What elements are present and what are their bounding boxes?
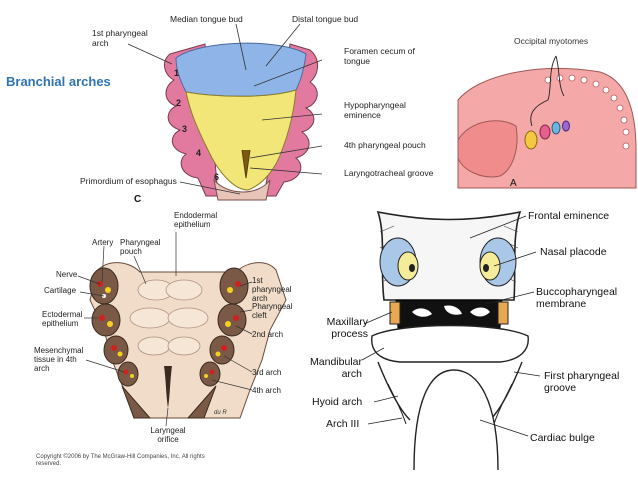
label-nasal-placode: Nasal placode bbox=[540, 246, 607, 258]
label-hyoid-arch: Hyoid arch bbox=[312, 396, 363, 408]
panel-c-letter: C bbox=[134, 194, 141, 205]
label-hypopharyngeal-eminence: Hypopharyngeal eminence bbox=[344, 100, 406, 120]
label-4th-arch: 4th arch bbox=[252, 386, 281, 395]
label-artery: Artery bbox=[92, 238, 114, 247]
laryngotracheal-groove-shape bbox=[241, 149, 251, 179]
label-arch-iii: Arch III bbox=[326, 418, 360, 430]
label-3rd-arch: 3rd arch bbox=[252, 368, 282, 377]
label-1st-pharyngeal-arch-b: 1st pharyngeal arch bbox=[252, 276, 292, 303]
maxillary-left bbox=[389, 301, 401, 325]
arch-number-1: 1 bbox=[174, 68, 179, 78]
label-mandibular-arch: Mandibular arch bbox=[310, 356, 362, 380]
label-nerve: Nerve bbox=[56, 270, 78, 279]
label-median-tongue-bud: Median tongue bud bbox=[170, 14, 243, 24]
somites bbox=[544, 74, 630, 150]
myotome-arrows bbox=[530, 55, 565, 127]
cardiac-bulge-shape bbox=[413, 369, 499, 471]
panel-c-leader-lines bbox=[127, 23, 323, 195]
label-cardiac-bulge: Cardiac bulge bbox=[530, 432, 595, 444]
label-first-pharyngeal-groove: First pharyngeal groove bbox=[544, 370, 620, 394]
esophagus-shape bbox=[213, 178, 271, 201]
hypopharyngeal-region bbox=[185, 89, 297, 191]
arch-components bbox=[97, 281, 241, 378]
floor-ridges bbox=[129, 279, 209, 356]
label-foramen-cecum: Foramen cecum of tongue bbox=[344, 46, 415, 66]
left-arches bbox=[89, 267, 152, 419]
label-primordium-esophagus: Primordium of esophagus bbox=[80, 176, 177, 186]
label-mesenchymal-tissue: Mesenchymal tissue in 4th arch bbox=[34, 346, 84, 373]
laryngeal-orifice-slit bbox=[164, 366, 172, 408]
label-pharyngeal-cleft: Pharyngeal cleft bbox=[252, 302, 293, 320]
arch-number-6: 6 bbox=[214, 172, 219, 182]
artist-signature: du R bbox=[214, 410, 227, 416]
label-distal-tongue-bud: Distal tongue bud bbox=[292, 14, 359, 24]
slide-title: Branchial arches bbox=[6, 74, 111, 89]
label-maxillary-process: Maxillary process bbox=[326, 316, 368, 340]
label-2nd-arch: 2nd arch bbox=[252, 330, 284, 339]
label-cartilage: Cartilage bbox=[44, 286, 77, 295]
label-laryngotracheal-groove: Laryngotracheal groove bbox=[344, 168, 434, 178]
label-buccopharyngeal-membrane: Buccopharyngeal membrane bbox=[536, 286, 618, 310]
arch-iii-shape bbox=[387, 383, 513, 425]
label-laryngeal-orifice: Laryngeal orifice bbox=[150, 426, 186, 444]
panel-a-letter: A bbox=[510, 178, 517, 189]
label-occipital-myotomes: Occipital myotomes bbox=[514, 36, 589, 46]
label-1st-pharyngeal-arch-c: 1st pharyngeal arch bbox=[92, 28, 148, 48]
face-leader-lines bbox=[361, 215, 541, 437]
label-4th-pharyngeal-pouch: 4th pharyngeal pouch bbox=[344, 140, 426, 150]
arch-number-2: 2 bbox=[176, 98, 181, 108]
label-ectodermal-epithelium: Ectodermal epithelium bbox=[42, 310, 83, 328]
label-frontal-eminence: Frontal eminence bbox=[528, 210, 610, 222]
arch-ovals bbox=[524, 120, 570, 150]
embryo-head-shape bbox=[457, 120, 518, 178]
pharynx-leader-lines bbox=[77, 232, 253, 427]
label-pharyngeal-pouch: Pharyngeal pouch bbox=[120, 238, 161, 256]
maxillary-right bbox=[497, 301, 509, 325]
membrane-openings bbox=[412, 305, 490, 317]
nasal-placodes bbox=[379, 237, 517, 287]
arch-number-3: 3 bbox=[182, 124, 187, 134]
copyright-notice: Copyright ©2006 by The McGraw-Hill Compa… bbox=[36, 454, 205, 467]
mandibular-arch-shape bbox=[371, 324, 529, 363]
arch-number-4: 4 bbox=[196, 148, 201, 158]
label-endodermal-epithelium: Endodermal epithelium bbox=[174, 211, 218, 229]
